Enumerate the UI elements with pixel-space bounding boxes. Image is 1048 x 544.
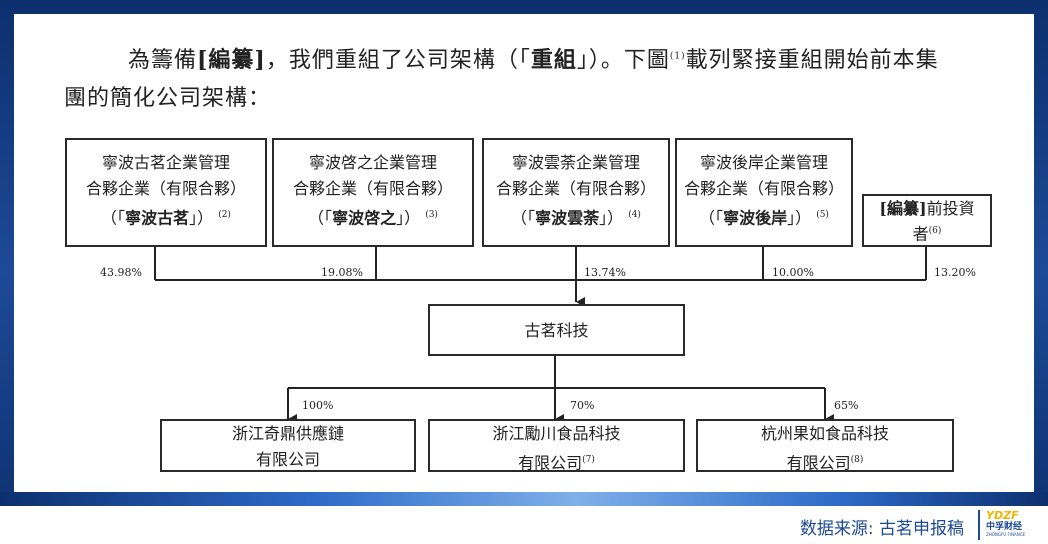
company-box: 古茗科技	[428, 304, 685, 356]
percent-label-investors: 13.20%	[934, 266, 976, 279]
document-panel: 為籌備[編纂]，我們重組了公司架構（「重組」）。下圖(1)載列緊接重組開始前本集…	[14, 14, 1034, 492]
footer: 数据来源: 古茗申报稿 YDZF 中孚财经 ZHONGFU FINANCE	[0, 506, 1048, 544]
source-caption: 数据来源: 古茗申报稿	[799, 519, 964, 539]
reorganization-term: 重組	[530, 47, 577, 73]
percent-label-yuntu: 13.74%	[584, 266, 626, 279]
percent-label-houan: 10.00%	[772, 266, 814, 279]
percent-label-qizhi: 19.08%	[321, 266, 363, 279]
footnote-marker: (1)	[669, 51, 686, 62]
subsidiary-box-lichuan: 浙江勵川食品科技 有限公司(7)	[428, 419, 685, 472]
percent-label-sub-3: 65%	[834, 399, 859, 412]
brand-logo: YDZF 中孚财经 ZHONGFU FINANCE	[978, 510, 1034, 540]
shareholder-box-guming: 寧波古茗企業管理 合夥企業（有限合夥） （「寧波古茗」） (2)	[65, 138, 267, 247]
percent-label-guming: 43.98%	[100, 266, 142, 279]
redacted-tag: [編纂]	[197, 47, 266, 73]
connector-lines	[154, 247, 927, 424]
subsidiary-box-guoru: 杭州果如食品科技 有限公司(8)	[696, 419, 954, 472]
subsidiary-box-qiding: 浙江奇鼎供應鏈 有限公司	[160, 419, 416, 472]
shareholder-box-yuntu: 寧波雲荼企業管理 合夥企業（有限合夥） （「寧波雲荼」） (4)	[482, 138, 670, 247]
shareholder-box-investors: [編纂]前投資 者(6)	[862, 194, 992, 247]
intro-line-2: 團的簡化公司架構：	[64, 86, 272, 111]
intro-line-1: 為籌備[編纂]，我們重組了公司架構（「重組」）。下圖(1)載列緊接重組開始前本集	[128, 47, 939, 73]
shareholder-box-qizhi: 寧波啓之企業管理 合夥企業（有限合夥） （「寧波啓之」） (3)	[272, 138, 474, 247]
shareholder-box-houan: 寧波後岸企業管理 合夥企業（有限合夥） （「寧波後岸」） (5)	[675, 138, 853, 247]
percent-label-sub-2: 70%	[570, 399, 595, 412]
percent-label-sub-1: 100%	[302, 399, 334, 412]
decorative-stripe	[0, 492, 1048, 506]
